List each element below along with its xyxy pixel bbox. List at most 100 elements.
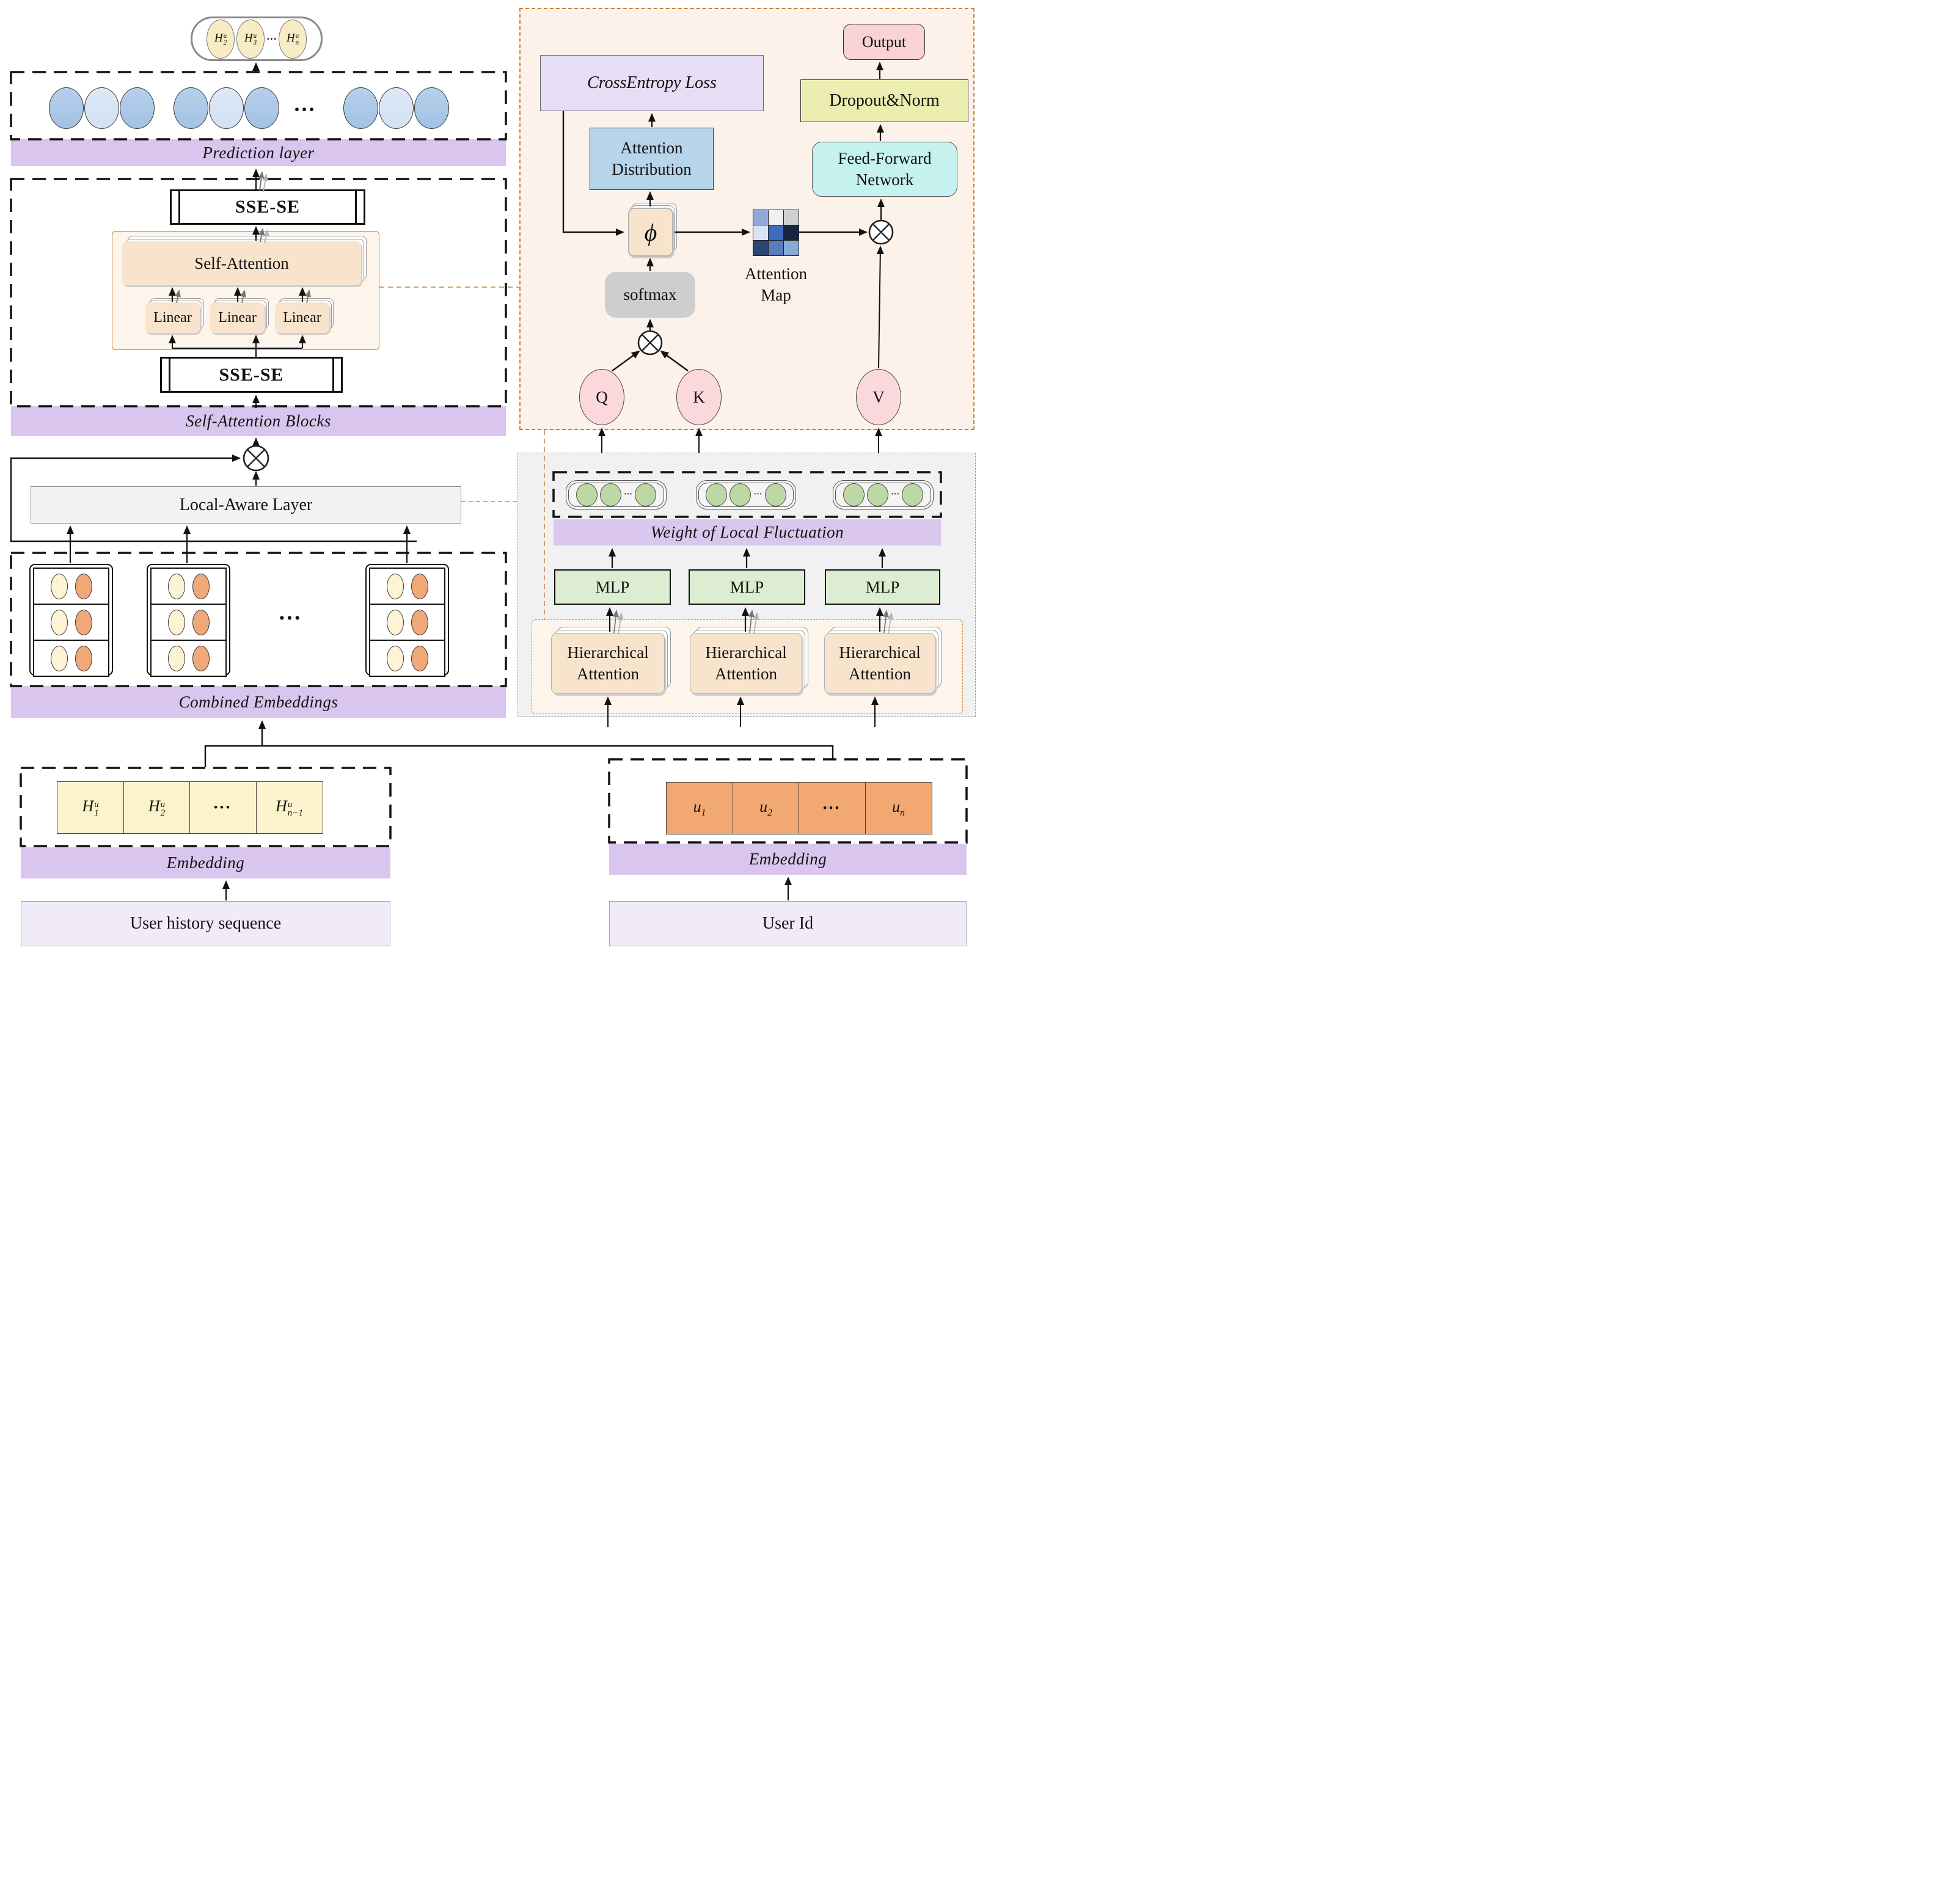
local-aware-layer: Local-Aware Layer bbox=[31, 486, 461, 524]
item-embedding-bar: Embedding bbox=[21, 847, 390, 878]
item-embedding-circle bbox=[50, 645, 68, 671]
embedding-pair-row bbox=[33, 604, 109, 641]
dropout-norm-box: Dropout&Norm bbox=[800, 79, 968, 122]
user-embedding-circle bbox=[75, 573, 92, 599]
embedding-pair-row bbox=[33, 568, 109, 605]
sse-se-bottom: SSE-SE bbox=[160, 357, 343, 393]
user-cell-u2: u2 bbox=[732, 782, 800, 834]
user-embedding-circle bbox=[75, 645, 92, 671]
item-embedding-circle bbox=[386, 645, 404, 671]
user-history-box: User history sequence bbox=[21, 901, 390, 946]
weight-circle bbox=[706, 483, 728, 506]
embedding-pair-row bbox=[150, 640, 227, 677]
prediction-ellipse bbox=[414, 87, 449, 129]
query-node: Q bbox=[579, 369, 624, 425]
prediction-ellipse bbox=[174, 87, 208, 129]
weight-capsule-inner: ··· bbox=[835, 483, 931, 507]
weight-of-local-fluctuation-bar: Weight of Local Fluctuation bbox=[554, 519, 941, 546]
weight-capsule: ··· bbox=[566, 480, 667, 509]
embedding-pair-row bbox=[369, 604, 445, 641]
prediction-layer-bar: Prediction layer bbox=[11, 139, 506, 166]
attention-map-label: Attention Map bbox=[739, 263, 813, 307]
self-attention-box: Self-Attention bbox=[122, 241, 361, 285]
linear-box: Linear bbox=[275, 302, 329, 333]
attention-distribution-line2: Distribution bbox=[612, 160, 692, 178]
user-embedding-circle bbox=[192, 645, 210, 671]
attention-map-cell bbox=[752, 239, 769, 256]
combined-embedding-group bbox=[365, 564, 449, 677]
user-embedding-circle bbox=[411, 609, 428, 635]
user-embedding-circle bbox=[192, 609, 210, 635]
weight-circle bbox=[843, 483, 865, 506]
attention-map-cell bbox=[783, 209, 799, 225]
attention-map-cell bbox=[767, 209, 784, 225]
hierarchical-line1: Hierarchical bbox=[839, 643, 921, 662]
attention-map-cell bbox=[767, 239, 784, 256]
user-embedding-cells: u1 u2 ••• un bbox=[666, 782, 932, 834]
hierarchical-attention-stack-3: Hierarchical Attention bbox=[824, 627, 942, 694]
hierarchical-attention-box: Hierarchical Attention bbox=[551, 633, 665, 694]
hierarchical-line2: Attention bbox=[849, 665, 911, 683]
weight-capsule: ··· bbox=[696, 480, 796, 509]
item-embedding-circle bbox=[167, 609, 185, 635]
feed-forward-network-box: Feed-Forward Network bbox=[812, 142, 957, 197]
phi-stack: ϕ bbox=[628, 203, 677, 257]
prediction-ellipse bbox=[49, 87, 84, 129]
item-embedding-circle bbox=[167, 573, 185, 599]
prediction-ellipse bbox=[343, 87, 378, 129]
item-embedding-circle bbox=[386, 573, 404, 599]
prediction-ellipse bbox=[209, 87, 244, 129]
hierarchical-attention-stack-2: Hierarchical Attention bbox=[690, 627, 808, 694]
ellipsis: ··· bbox=[278, 605, 302, 631]
item-embedding-circle bbox=[50, 609, 68, 635]
hierarchical-attention-box: Hierarchical Attention bbox=[690, 633, 802, 694]
item-cell-dots: ••• bbox=[189, 781, 257, 834]
ellipsis: ··· bbox=[293, 97, 316, 122]
user-cell-dots: ••• bbox=[799, 782, 866, 834]
linear-box: Linear bbox=[210, 302, 265, 333]
item-embedding-circle bbox=[50, 573, 68, 599]
attention-distribution-line1: Attention bbox=[620, 138, 683, 157]
item-embedding-circle bbox=[386, 609, 404, 635]
value-node: V bbox=[856, 369, 901, 425]
user-cell-u1: u1 bbox=[666, 782, 733, 834]
linear-stack-2: Linear bbox=[210, 298, 269, 333]
hierarchical-line2: Attention bbox=[715, 665, 777, 683]
multiply-icon bbox=[243, 445, 269, 472]
embedding-pair-row bbox=[369, 640, 445, 677]
hierarchical-line1: Hierarchical bbox=[705, 643, 787, 662]
weight-circle bbox=[866, 483, 888, 506]
embedding-pair-row bbox=[33, 640, 109, 677]
user-embedding-circle bbox=[75, 609, 92, 635]
attention-map-grid bbox=[752, 209, 799, 256]
weight-circle bbox=[730, 483, 751, 506]
weight-capsule-inner: ··· bbox=[568, 483, 664, 507]
weight-circle bbox=[576, 483, 598, 506]
user-embedding-circle bbox=[411, 573, 428, 599]
attention-distribution-box: Attention Distribution bbox=[590, 128, 714, 190]
user-embedding-circle bbox=[411, 645, 428, 671]
ffn-line2: Network bbox=[855, 170, 914, 189]
weight-circle bbox=[764, 483, 786, 506]
prediction-ellipse bbox=[379, 87, 414, 129]
combined-embedding-group bbox=[29, 564, 113, 677]
cross-entropy-loss-box: CrossEntropy Loss bbox=[540, 55, 764, 111]
hierarchical-attention-stack-1: Hierarchical Attention bbox=[551, 627, 671, 694]
weight-circle bbox=[635, 483, 656, 506]
weight-circle bbox=[902, 483, 923, 506]
weight-capsule-inner: ··· bbox=[698, 483, 794, 507]
phi-box: ϕ bbox=[628, 208, 673, 257]
embedding-pair-row bbox=[150, 568, 227, 605]
user-id-box: User Id bbox=[609, 901, 967, 946]
embedding-pair-row bbox=[150, 604, 227, 641]
sse-se-top: SSE-SE bbox=[170, 189, 365, 225]
